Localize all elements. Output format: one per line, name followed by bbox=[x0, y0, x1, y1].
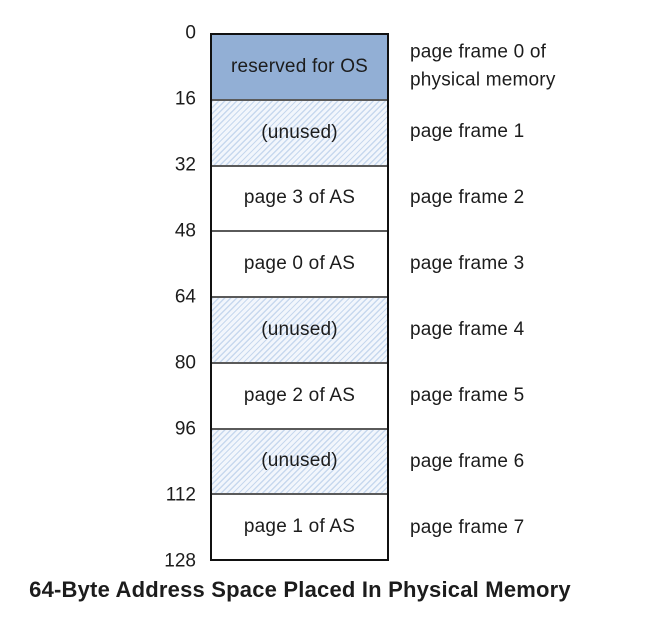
figure-caption: 64-Byte Address Space Placed In Physical… bbox=[29, 577, 571, 602]
frame-content-label: page 2 of AS bbox=[243, 384, 356, 406]
frame-7-section: page 1 of AS bbox=[212, 493, 387, 559]
frame-label-line1: page frame 3 bbox=[410, 253, 525, 275]
address-label-16: 16 bbox=[174, 88, 196, 110]
frame-0-section: reserved for OS bbox=[212, 35, 387, 99]
frame-3-label: page frame 3 bbox=[410, 250, 524, 278]
frame-3-section: page 0 of AS bbox=[212, 230, 387, 296]
frame-2-section: page 3 of AS bbox=[212, 164, 387, 231]
frame-content-label: page 3 of AS bbox=[243, 187, 356, 209]
address-label-0: 0 bbox=[185, 22, 196, 44]
frame-label-line2: physical memory bbox=[410, 69, 556, 90]
address-label-96: 96 bbox=[174, 418, 196, 440]
address-label-128: 128 bbox=[164, 550, 196, 572]
frame-label-line1: page frame 0 of bbox=[410, 41, 547, 63]
frame-content-label: (unused) bbox=[261, 121, 338, 143]
frame-label-line1: page frame 7 bbox=[410, 517, 525, 539]
address-label-112: 112 bbox=[165, 484, 196, 506]
frame-7-label: page frame 7 bbox=[410, 514, 524, 542]
frame-content-label: (unused) bbox=[261, 450, 338, 472]
frame-4-section: (unused) bbox=[212, 296, 387, 362]
frame-0-label: page frame 0 of physical memory bbox=[410, 38, 556, 93]
frame-6-label: page frame 6 bbox=[410, 448, 524, 476]
frame-label-line1: page frame 6 bbox=[410, 451, 525, 473]
physical-memory-box: reserved for OS (unused) page 3 of AS pa… bbox=[210, 33, 389, 561]
frame-content-label: reserved for OS bbox=[230, 55, 369, 77]
frame-label-line1: page frame 2 bbox=[410, 187, 525, 209]
frame-6-section: (unused) bbox=[212, 427, 387, 494]
address-label-48: 48 bbox=[174, 220, 196, 242]
frame-label-line1: page frame 4 bbox=[410, 319, 525, 341]
frame-content-label: (unused) bbox=[261, 318, 338, 340]
frame-content-label: page 1 of AS bbox=[243, 516, 356, 538]
address-label-64: 64 bbox=[174, 286, 196, 308]
frame-4-label: page frame 4 bbox=[410, 316, 524, 344]
frame-5-label: page frame 5 bbox=[410, 382, 524, 410]
frame-1-section: (unused) bbox=[212, 98, 387, 165]
frame-2-label: page frame 2 bbox=[410, 184, 524, 212]
frame-content-label: page 0 of AS bbox=[243, 253, 356, 275]
frame-label-line1: page frame 1 bbox=[410, 121, 525, 143]
address-label-80: 80 bbox=[174, 352, 196, 374]
address-label-32: 32 bbox=[174, 154, 196, 176]
frame-1-label: page frame 1 bbox=[410, 118, 524, 146]
frame-label-line1: page frame 5 bbox=[410, 385, 525, 407]
frame-5-section: page 2 of AS bbox=[212, 361, 387, 428]
